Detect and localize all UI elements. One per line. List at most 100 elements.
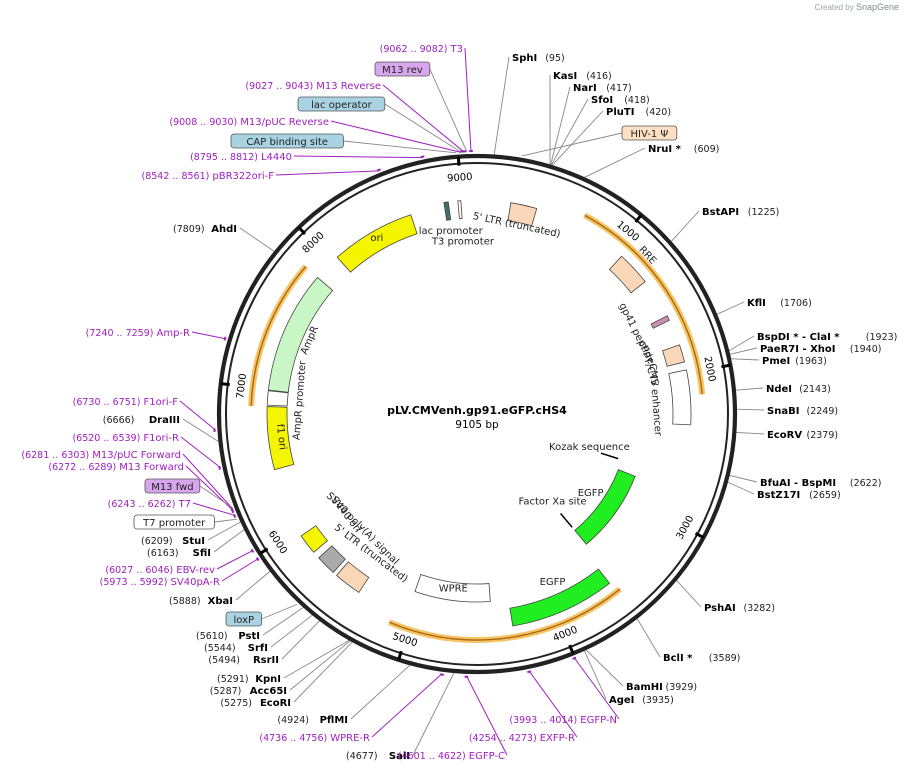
primer-sv40pa-r: (5973 .. 5992) SV40pA-R bbox=[100, 577, 220, 588]
f1-ori-feature bbox=[266, 406, 295, 471]
site-position: (6666) bbox=[103, 415, 135, 426]
snapgene-brand: SnapGene bbox=[855, 2, 899, 12]
tick-label-7000: 7000 bbox=[235, 373, 249, 400]
site-leader bbox=[239, 227, 277, 253]
site-leader bbox=[733, 387, 764, 391]
primer-egfp-n: (3993 .. 4014) EGFP-N bbox=[509, 715, 617, 726]
orange-arc-core bbox=[496, 588, 621, 640]
site-pshai: PshAI bbox=[704, 603, 736, 614]
tick-label-2000: 2000 bbox=[701, 356, 717, 383]
site-leader bbox=[412, 670, 456, 756]
f1-ori-caption: f1 ori bbox=[274, 423, 288, 450]
site-sfii: SfiI bbox=[193, 548, 211, 559]
site-leader bbox=[584, 648, 624, 687]
factor-xa-site-mark bbox=[560, 513, 573, 528]
site-leader bbox=[293, 640, 354, 703]
wpre-caption: WPRE bbox=[439, 583, 468, 594]
primer-leader bbox=[465, 675, 508, 756]
primer-wpre-r: (4736 .. 4756) WPRE-R bbox=[259, 733, 370, 744]
primer-range: (8795 .. 8812) bbox=[190, 152, 261, 163]
cmv-enhancer-caption: CMV enhancer bbox=[647, 363, 664, 437]
site-leader bbox=[725, 480, 755, 495]
site-position: (95) bbox=[545, 53, 565, 64]
orange-arc-core bbox=[389, 621, 497, 641]
primer-t3: (9062 .. 9082) T3 bbox=[380, 44, 463, 55]
primer-range: (9008 .. 9030) bbox=[169, 117, 240, 128]
primer-m13-forward: (6272 .. 6289) M13 Forward bbox=[48, 462, 184, 473]
primer-range: (3993 .. 4014) bbox=[509, 715, 580, 726]
primer-range: (4254 .. 4273) bbox=[469, 733, 540, 744]
primer-range: (9062 .. 9082) bbox=[380, 44, 451, 55]
cmv-enhancer-feature bbox=[668, 369, 692, 426]
primer-leader bbox=[179, 400, 216, 431]
primer-name: EXFP-R bbox=[540, 733, 575, 744]
box-leader bbox=[214, 518, 238, 523]
site-pmei: PmeI bbox=[762, 356, 790, 367]
cap-binding-site-label: CAP binding site bbox=[246, 137, 328, 148]
site-bstz17i: BstZ17I bbox=[757, 490, 800, 501]
tick-3000 bbox=[694, 531, 705, 539]
primer-mark bbox=[218, 465, 221, 470]
primer-range: (7240 .. 7259) bbox=[86, 328, 157, 339]
kozak-sequence-caption: Kozak sequence bbox=[549, 442, 630, 453]
lac-operator-label: lac operator bbox=[311, 100, 372, 111]
primer-range: (9027 .. 9043) bbox=[245, 81, 316, 92]
box-leader bbox=[429, 68, 468, 153]
site-leader bbox=[289, 639, 353, 691]
tick-1000 bbox=[634, 214, 643, 223]
lac-operator-box bbox=[297, 96, 386, 112]
box-leader bbox=[199, 485, 233, 508]
rre-feature bbox=[608, 255, 646, 294]
primer-name: EBV-rev bbox=[176, 565, 215, 576]
primer-mark bbox=[250, 548, 255, 553]
site-position: (3282) bbox=[744, 603, 776, 614]
site-acc65i: Acc65I bbox=[250, 686, 287, 697]
egfp-caption: EGFP bbox=[578, 488, 604, 499]
primer-name: SV40pA-R bbox=[171, 577, 220, 588]
plasmid-name: pLV.CMVenh.gp91.eGFP.cHS4 bbox=[387, 404, 567, 417]
site-leader bbox=[669, 210, 700, 244]
site-leader bbox=[281, 619, 322, 660]
lac-promoter-caption: lac promoter bbox=[419, 226, 484, 237]
orange-arc bbox=[583, 212, 706, 395]
site-xbai: XbaI bbox=[208, 596, 233, 607]
site-bcli: BclI * bbox=[663, 653, 693, 664]
site-leader bbox=[213, 528, 247, 553]
tick-8000 bbox=[297, 226, 307, 235]
t3-promoter-feature bbox=[457, 200, 463, 220]
site-leader bbox=[583, 648, 607, 700]
5-ltr-truncated-feature bbox=[335, 561, 370, 593]
primer-name: T3 bbox=[450, 44, 463, 55]
orange-arcs bbox=[248, 212, 706, 643]
site-leader bbox=[728, 358, 760, 361]
site-leader bbox=[674, 578, 702, 608]
site-ecori: EcoRI bbox=[260, 698, 291, 709]
primer-leader bbox=[330, 120, 462, 153]
t3-promoter-caption: T3 promoter bbox=[431, 237, 495, 248]
primer-leader bbox=[293, 155, 423, 159]
site-position: (5494) bbox=[208, 655, 240, 666]
ampr-feature bbox=[267, 276, 334, 393]
site-sfoi: SfoI bbox=[591, 95, 613, 106]
ampr-promoter-feature bbox=[266, 390, 289, 407]
site-position: (5888) bbox=[169, 596, 201, 607]
site-ahdi: AhdI bbox=[211, 224, 237, 235]
tick-label-9000: 9000 bbox=[447, 172, 473, 185]
leader-lines bbox=[179, 47, 765, 756]
primer-leader bbox=[182, 453, 234, 510]
primer-range: (6520 .. 6539) bbox=[72, 433, 143, 444]
site-agei: AgeI bbox=[609, 695, 634, 706]
site-leader bbox=[727, 347, 758, 356]
site-leader bbox=[235, 569, 272, 601]
site-stui: StuI bbox=[182, 536, 205, 547]
primer-mark bbox=[255, 557, 260, 562]
site-leader bbox=[262, 605, 306, 636]
site-psti: PstI bbox=[238, 631, 260, 642]
site-position: (1923) bbox=[866, 332, 898, 343]
primer-name: L4440 bbox=[261, 152, 292, 163]
primer-ebv-rev: (6027 .. 6046) EBV-rev bbox=[105, 565, 215, 576]
site-bspdi-clai: BspDI * - ClaI * bbox=[757, 332, 840, 343]
m13-rev-box bbox=[374, 61, 431, 77]
site-position: (4924) bbox=[277, 715, 309, 726]
site-position: (5544) bbox=[204, 643, 236, 654]
